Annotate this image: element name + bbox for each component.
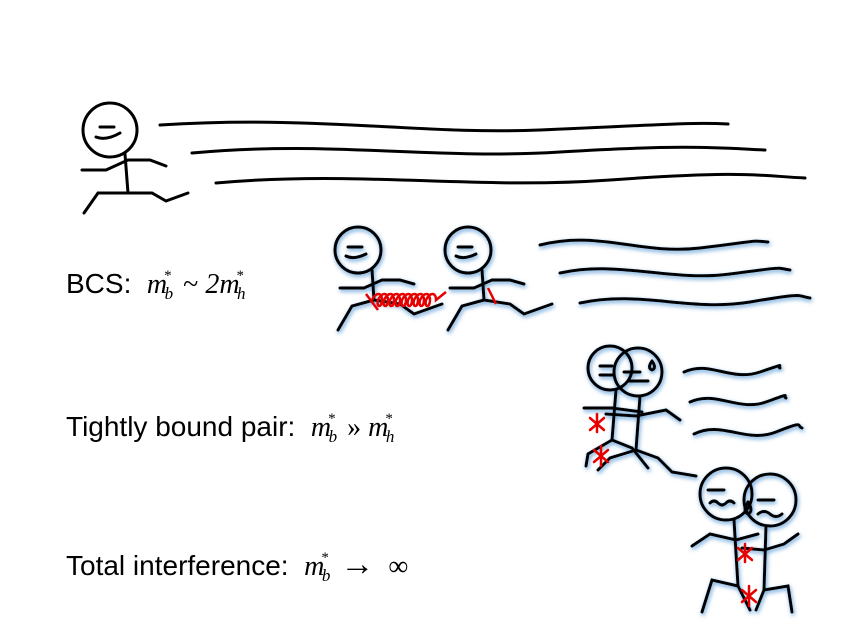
tight-swimmer-back — [582, 344, 650, 470]
tight-label-text: Tightly bound pair: — [66, 411, 296, 442]
total-label: Total interference: m*b→ ∞ — [66, 546, 409, 585]
bcs-label: BCS: m*b~ 2m*h — [66, 268, 256, 303]
bcs-waves — [538, 238, 812, 307]
bcs-swimmer-right — [443, 225, 554, 332]
tight-waves — [682, 364, 804, 437]
total-formula: m*b→ ∞ — [304, 546, 409, 585]
tight-binding-marks — [588, 412, 610, 468]
bcs-swimmer-left — [333, 225, 444, 332]
lone-swimmer — [80, 101, 190, 215]
bcs-formula: m*b~ 2m*h — [146, 268, 246, 303]
wake-waves-long — [158, 120, 807, 185]
total-swimmer-right — [740, 472, 800, 614]
arrow-icon: → — [340, 546, 375, 583]
total-binding-marks — [736, 542, 758, 608]
tear-drop-icon — [743, 500, 753, 516]
total-swimmer-left — [690, 466, 760, 614]
tight-label: Tightly bound pair: m*b» m*h — [66, 411, 404, 446]
total-label-text: Total interference: — [66, 550, 289, 581]
sweat-drop-icon — [648, 359, 656, 372]
tight-formula: m*b» m*h — [310, 411, 395, 446]
bcs-label-text: BCS: — [66, 268, 132, 299]
bcs-binding-spring — [365, 287, 498, 311]
